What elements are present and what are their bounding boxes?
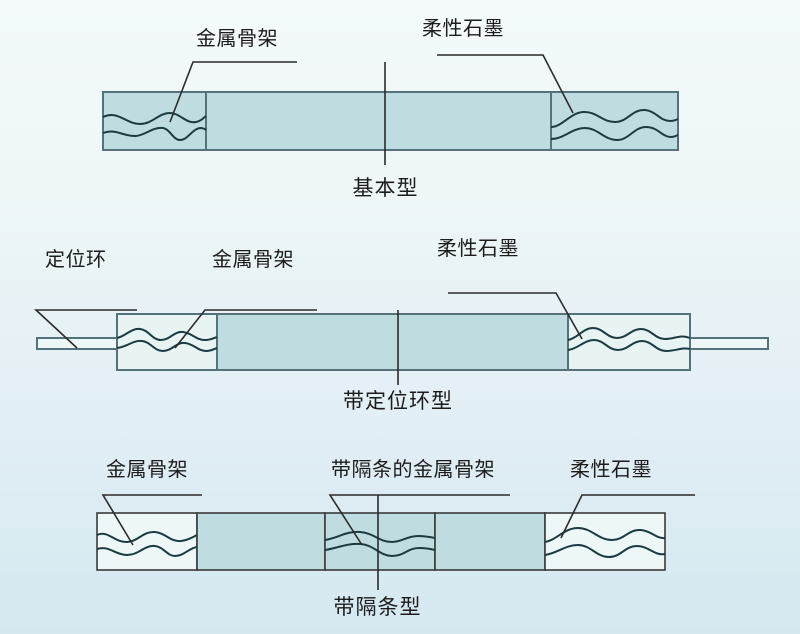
basic-left-wave-lower xyxy=(102,126,207,142)
locating-ring-right xyxy=(689,337,769,350)
basic-right-wave-upper xyxy=(550,108,679,128)
ring-graphite-body xyxy=(216,313,569,371)
label-spacer-metal-frame: 金属骨架 xyxy=(106,457,188,481)
label-ring-metal-frame: 金属骨架 xyxy=(212,247,294,271)
spacer-bar-metal-section xyxy=(324,512,436,571)
label-spacer-bar-metal-frame: 带隔条的金属骨架 xyxy=(331,457,495,481)
gasket-with-locating-ring xyxy=(33,292,769,385)
ring-leader-flexible-graphite xyxy=(448,292,583,340)
basic-leader-flexible-graphite xyxy=(437,54,574,114)
ring-right-wave-upper xyxy=(567,326,691,341)
label-ring-locating-ring: 定位环 xyxy=(45,247,107,271)
label-basic-flexible-graphite: 柔性石墨 xyxy=(422,16,504,40)
basic-leader-metal-frame xyxy=(169,61,297,123)
caption-spacer-bar-type: 带隔条型 xyxy=(333,595,422,619)
spacer-leader-flexible-graphite xyxy=(560,494,695,539)
label-spacer-flexible-graphite: 柔性石墨 xyxy=(570,457,652,481)
spacer-left-wave-lower xyxy=(96,544,198,558)
label-ring-flexible-graphite: 柔性石墨 xyxy=(437,236,519,260)
caption-locating-ring-type: 带定位环型 xyxy=(343,389,453,413)
spacer-leader-spacer-metal-frame xyxy=(328,494,510,546)
basic-right-wave-lower xyxy=(550,125,679,142)
caption-basic-type: 基本型 xyxy=(352,176,419,200)
ring-right-wave-lower xyxy=(567,338,691,353)
gasket-basic xyxy=(102,54,679,165)
gasket-with-spacer-bar xyxy=(96,494,695,590)
basic-graphite-body xyxy=(205,91,552,151)
spacer-graphite-section-2 xyxy=(434,512,546,571)
ring-left-wave-upper xyxy=(116,327,218,342)
spacer-graphite-section-1 xyxy=(196,512,326,571)
ring-leader-metal-frame xyxy=(174,309,317,349)
spacer-bar-wave-upper xyxy=(324,530,436,544)
label-basic-metal-frame: 金属骨架 xyxy=(196,26,278,50)
ring-leader-locating-ring xyxy=(33,309,137,349)
spacer-right-wave-upper xyxy=(544,526,666,543)
spacer-right-wave-lower xyxy=(544,543,666,559)
spacer-leader-metal-frame xyxy=(101,494,202,546)
spacer-right-metal-section xyxy=(544,512,666,571)
spacer-left-wave-upper xyxy=(96,530,198,544)
basic-left-wave-upper xyxy=(102,111,207,126)
spacer-bar-wave-lower xyxy=(324,542,436,558)
ring-left-wave-lower xyxy=(116,339,218,353)
